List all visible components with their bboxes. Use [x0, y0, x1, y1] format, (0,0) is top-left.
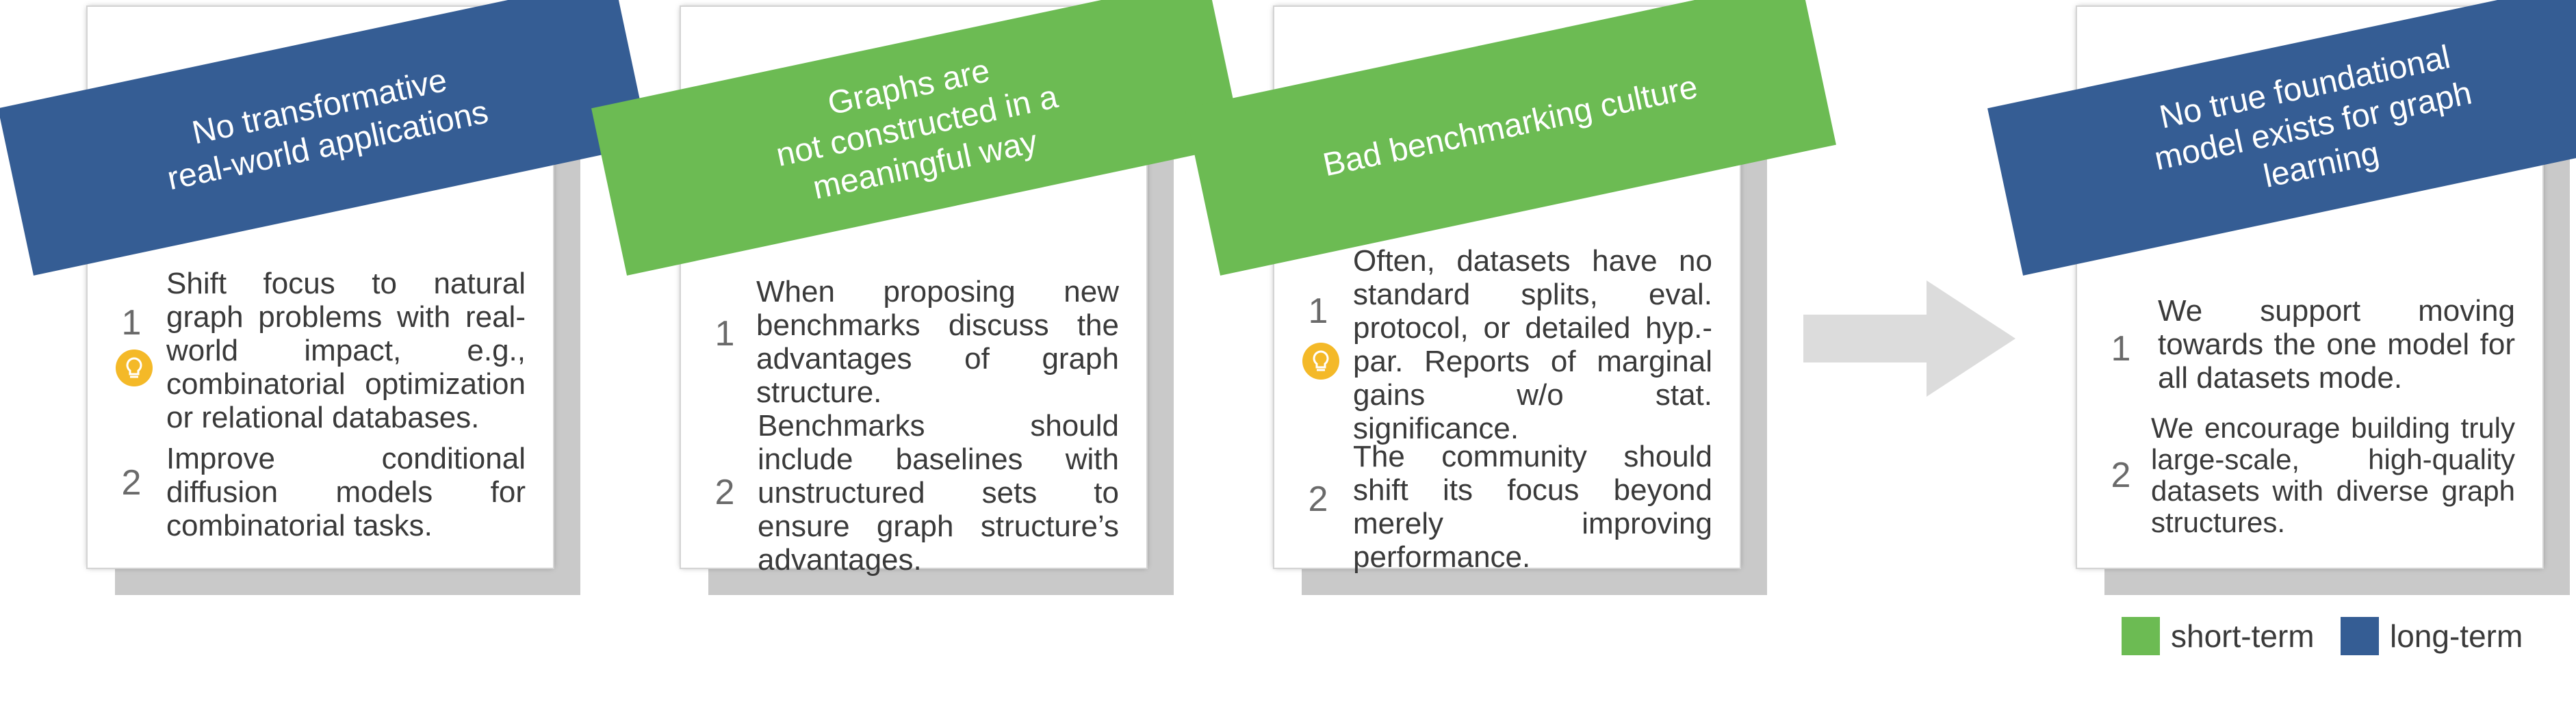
card-banner: No true foundational model exists for gr…: [1987, 0, 2576, 276]
card-title: No transformative real-world application…: [164, 62, 491, 198]
card-3: Bad benchmarking culture 1 Often, datase…: [1185, 0, 1836, 595]
item-text: Shift focus to natural graph problems wi…: [166, 267, 526, 434]
item-text: We encourage building truly large-scale,…: [2151, 412, 2515, 538]
card-banner: Bad benchmarking culture: [1185, 0, 1836, 276]
short-term-swatch: [2122, 617, 2160, 655]
item-text: When proposing new benchmarks discuss th…: [756, 275, 1119, 409]
item-number: 1: [714, 314, 735, 354]
card-4: No true foundational model exists for gr…: [1987, 0, 2576, 595]
lightbulb-icon: [116, 350, 153, 386]
card-paper: No transformative real-world application…: [0, 0, 649, 568]
right-arrow-icon: [1803, 280, 2015, 397]
legend-short-term: short-term: [2122, 616, 2315, 657]
card-title: Bad benchmarking culture: [1319, 68, 1701, 184]
card-paper: Bad benchmarking culture 1 Often, datase…: [1185, 0, 1836, 574]
card-banner: No transformative real-world application…: [0, 0, 649, 276]
card-title: Graphs are not constructed in a meaningf…: [773, 52, 1061, 207]
card-paper: Graphs are not constructed in a meaningf…: [591, 0, 1243, 577]
card-title: No true foundational model exists for gr…: [2151, 38, 2475, 195]
item-text: We support moving towards the one model …: [2158, 294, 2515, 395]
lightbulb-icon: [1302, 343, 1339, 380]
card-banner: Graphs are not constructed in a meaningf…: [591, 0, 1243, 276]
card-2: Graphs are not constructed in a meaningf…: [591, 0, 1243, 595]
legend-long-term: long-term: [2341, 616, 2523, 657]
item-text: Often, datasets have no standard splits,…: [1353, 244, 1712, 445]
card-1: No transformative real-world application…: [0, 0, 649, 595]
item-number: 2: [1308, 479, 1328, 519]
item-number: 1: [2111, 329, 2131, 369]
card-paper: No true foundational model exists for gr…: [1987, 0, 2576, 568]
legend-label: short-term: [2171, 618, 2315, 654]
item-number: 2: [2111, 456, 2131, 495]
item-number: 2: [714, 473, 735, 512]
legend-label: long-term: [2390, 618, 2523, 654]
item-text: The community should shift its focus bey…: [1353, 440, 1712, 574]
long-term-swatch: [2341, 617, 2379, 655]
item-number: 2: [121, 463, 142, 503]
item-number: 1: [121, 303, 142, 343]
item-text: Improve conditional diffusion models for…: [166, 442, 526, 542]
item-number: 1: [1308, 291, 1328, 331]
item-text: Benchmarks should include baselines with…: [758, 409, 1119, 577]
